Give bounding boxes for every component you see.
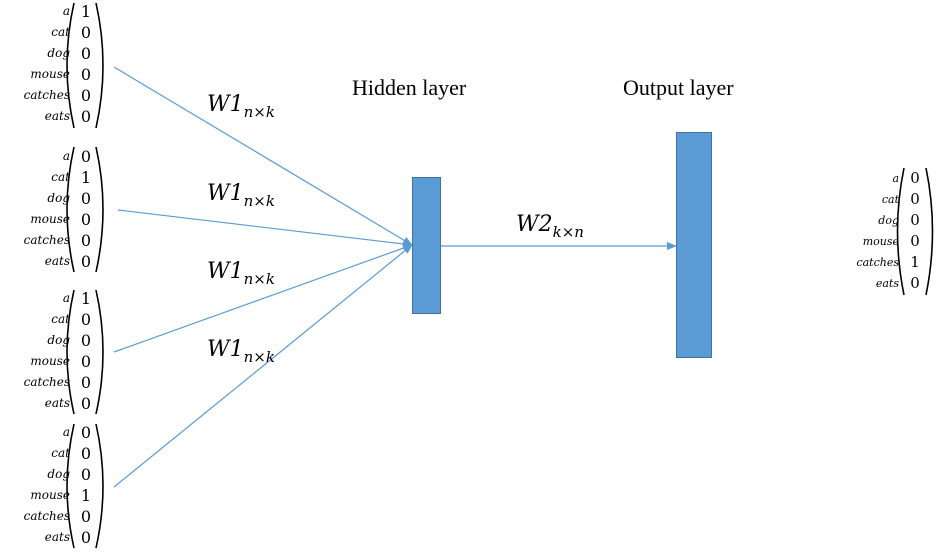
- vector-value: 0: [80, 210, 92, 229]
- vector-value: 0: [80, 444, 92, 463]
- vector-value: 0: [80, 331, 92, 350]
- vector-brackets: [66, 2, 934, 549]
- word-label: a: [62, 4, 70, 18]
- weight-base: W1: [207, 181, 244, 206]
- word-label: eats: [44, 530, 70, 544]
- vector-value: 0: [80, 352, 92, 371]
- weight-base: W1: [207, 259, 244, 284]
- input-vector-1: a cat dog mouse catches eats 1 0 0 0 0 0: [24, 0, 96, 130]
- weight-subscript: n×k: [243, 348, 275, 366]
- word-label: cat: [51, 312, 70, 326]
- word-label: cat: [51, 25, 70, 39]
- weight-label-w1: W1n×k: [207, 259, 275, 288]
- word-label: a: [62, 291, 70, 305]
- vector-value: 0: [80, 86, 92, 105]
- weight-subscript: k×n: [552, 223, 584, 241]
- vector-value: 0: [80, 507, 92, 526]
- hidden-layer-bar: [412, 177, 441, 314]
- input-vector-4: a cat dog mouse catches eats 0 0 0 1 0 0: [24, 421, 96, 551]
- weight-label-w1: W1n×k: [207, 337, 275, 366]
- word-label: dog: [47, 191, 70, 205]
- word-label: dog: [878, 214, 899, 227]
- word-label: a: [892, 172, 899, 185]
- weight-label-w2: W2k×n: [516, 212, 584, 241]
- word-label: a: [62, 149, 70, 163]
- vector-value: 0: [910, 274, 920, 292]
- word-label: catches: [23, 233, 70, 247]
- weight-subscript: n×k: [243, 270, 275, 288]
- vector-value: 0: [80, 147, 92, 166]
- vector-value: 0: [80, 528, 92, 547]
- input-vector-2: a cat dog mouse catches eats 0 1 0 0 0 0: [24, 144, 96, 274]
- vector-value: 0: [80, 423, 92, 442]
- vector-value: 0: [80, 465, 92, 484]
- word-label: cat: [51, 446, 70, 460]
- vector-value: 0: [910, 190, 920, 208]
- word-label: dog: [47, 333, 70, 347]
- vector-value: 0: [910, 169, 920, 187]
- word-label: mouse: [862, 235, 899, 248]
- word-label: catches: [23, 88, 70, 102]
- vector-value: 1: [80, 168, 92, 187]
- word-label: mouse: [30, 212, 70, 226]
- word-label: eats: [44, 396, 70, 410]
- word-label: catches: [856, 256, 899, 269]
- word-label: a: [62, 425, 70, 439]
- vector-value: 0: [80, 107, 92, 126]
- weight-subscript: n×k: [243, 103, 275, 121]
- vector-value: 0: [80, 373, 92, 392]
- vector-value: 0: [910, 232, 920, 250]
- vector-value: 1: [80, 486, 92, 505]
- word-label: cat: [51, 170, 70, 184]
- word-label: eats: [44, 254, 70, 268]
- word-label: eats: [875, 277, 899, 290]
- word-label: mouse: [30, 354, 70, 368]
- word-label: dog: [47, 467, 70, 481]
- hidden-layer-title: Hidden layer: [352, 75, 467, 100]
- vector-value: 0: [80, 23, 92, 42]
- word-label: catches: [23, 509, 70, 523]
- vector-value: 0: [910, 211, 920, 229]
- output-layer-bar: [676, 132, 712, 358]
- arrow-input-1: [113, 66, 413, 246]
- word-label: catches: [23, 375, 70, 389]
- word-label: mouse: [30, 488, 70, 502]
- word-label: cat: [881, 193, 899, 206]
- word-label: mouse: [30, 67, 70, 81]
- weight-subscript: n×k: [243, 192, 275, 210]
- word-label: eats: [44, 109, 70, 123]
- vector-value: 0: [80, 44, 92, 63]
- output-vector: a cat dog mouse catches eats 0 0 0 0 1 0: [856, 167, 925, 297]
- weight-base: W1: [207, 337, 244, 362]
- weight-base: W2: [516, 212, 553, 237]
- vector-value: 0: [80, 189, 92, 208]
- vector-value: 1: [80, 2, 92, 21]
- output-layer-title: Output layer: [623, 75, 734, 100]
- vector-value: 0: [80, 231, 92, 250]
- vector-value: 1: [80, 289, 92, 308]
- weight-label-w1: W1n×k: [207, 92, 275, 121]
- vector-value: 1: [910, 253, 920, 271]
- weight-label-w1: W1n×k: [207, 181, 275, 210]
- weight-base: W1: [207, 92, 244, 117]
- arrow-input-4: [113, 244, 413, 488]
- vector-value: 0: [80, 310, 92, 329]
- vector-value: 0: [80, 252, 92, 271]
- vector-value: 0: [80, 394, 92, 413]
- vector-value: 0: [80, 65, 92, 84]
- arrow-input-2: [117, 209, 413, 248]
- word-label: dog: [47, 46, 70, 60]
- arrow-input-3: [113, 244, 413, 353]
- input-vector-3: a cat dog mouse catches eats 1 0 0 0 0 0: [24, 287, 96, 417]
